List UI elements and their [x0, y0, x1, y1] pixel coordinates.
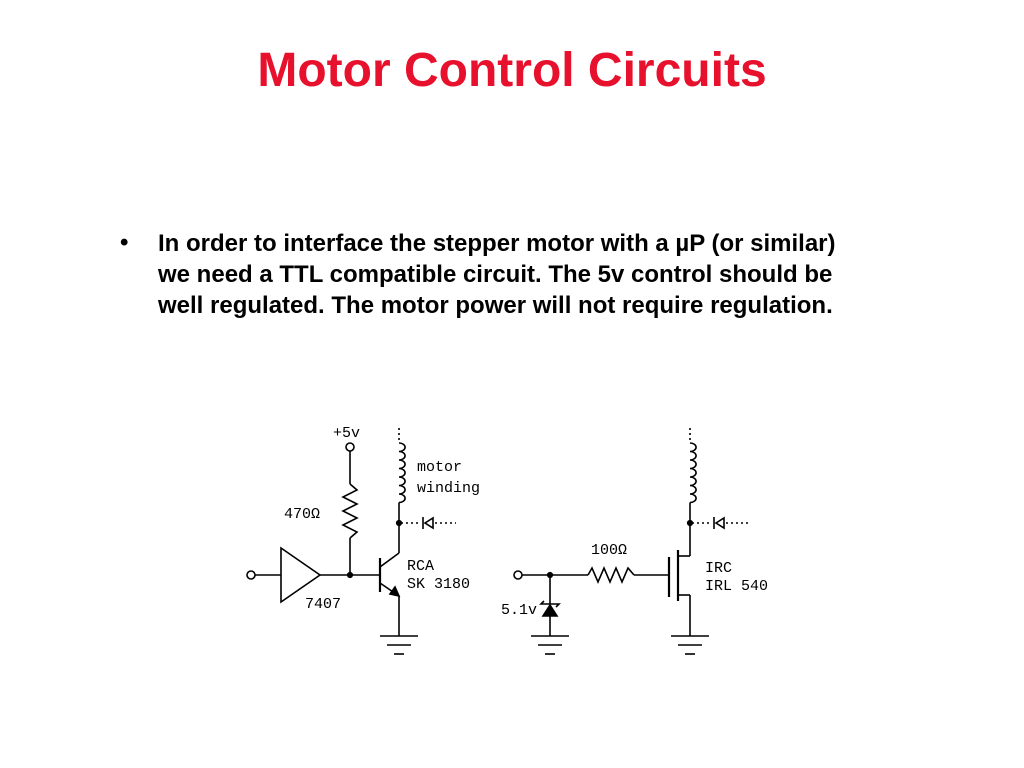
junction-dot	[395, 519, 403, 527]
bullet-item: • In order to interface the stepper moto…	[120, 228, 860, 321]
flyback-diode-right	[713, 516, 725, 530]
motor-label: motor	[417, 459, 462, 476]
input-terminal-right	[513, 570, 523, 580]
buffer-7407	[280, 546, 322, 604]
input-terminal-left	[246, 570, 256, 580]
emitter-arrow	[388, 585, 401, 598]
junction-dot	[686, 519, 694, 527]
bullet-symbol: •	[120, 229, 129, 256]
transistor-maker-label: RCA	[407, 558, 434, 575]
mosfet-maker-label: IRC	[705, 560, 732, 577]
motor-winding-coil-right	[689, 442, 697, 504]
motor-winding-coil-left	[398, 442, 406, 504]
zener-label: 5.1v	[501, 602, 537, 619]
winding-label: winding	[417, 480, 480, 497]
zener-diode	[539, 600, 561, 617]
transistor-part-label: SK 3180	[407, 576, 470, 593]
transistor-collector	[379, 552, 400, 568]
resistor-100-label: 100Ω	[591, 542, 627, 559]
resistor-470-label: 470Ω	[284, 506, 320, 523]
mosfet-part-label: IRL 540	[705, 578, 768, 595]
resistor-470	[341, 483, 359, 539]
right-circuit	[513, 428, 748, 655]
bullet-text: In order to interface the stepper motor …	[158, 230, 836, 319]
slide-title: Motor Control Circuits	[257, 44, 767, 97]
resistor-100	[587, 565, 635, 585]
supply-terminal	[345, 442, 355, 452]
flyback-diode-left	[422, 516, 434, 530]
buffer-label: 7407	[305, 596, 341, 613]
left-circuit	[246, 428, 456, 655]
supply-label: +5v	[333, 425, 360, 442]
